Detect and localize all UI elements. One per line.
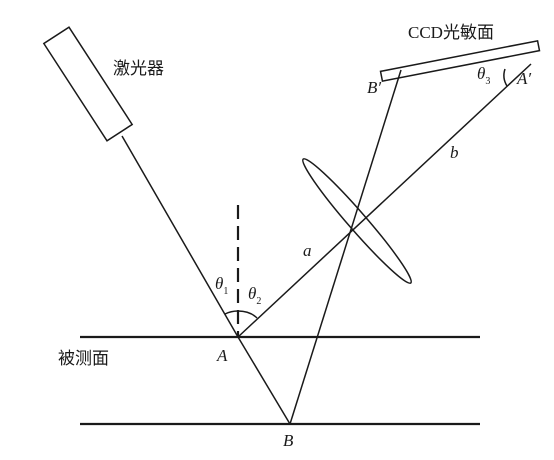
theta2-subscript: 2: [256, 296, 261, 307]
theta3-arc: [503, 68, 508, 87]
laser-label: 激光器: [113, 59, 164, 79]
point-a-label: A: [216, 346, 228, 365]
point-a-prime-label: A′: [516, 69, 531, 88]
lens: [302, 158, 412, 284]
ray-a: [237, 63, 532, 338]
ccd-label-suffix: 光敏面: [443, 23, 494, 43]
ray-b-label: b: [450, 143, 459, 162]
theta2-label: θ2: [248, 284, 261, 307]
ccd-label: CCD光敏面: [408, 23, 494, 43]
ccd-label-prefix: CCD: [408, 23, 443, 42]
ccd-plate: [379, 39, 541, 83]
theta2-symbol: θ: [248, 284, 256, 303]
theta1-symbol: θ: [215, 274, 223, 293]
theta1-label: θ1: [215, 274, 228, 297]
theta1-arc: [224, 310, 239, 315]
theta2-arc: [237, 310, 258, 319]
surface-label: 被测面: [58, 349, 109, 369]
theta3-symbol: θ: [477, 64, 485, 83]
point-b-label: B: [283, 431, 294, 450]
laser-housing: [42, 26, 134, 142]
incident-beam: [121, 135, 239, 338]
theta3-subscript: 3: [485, 76, 490, 87]
incident-beam-extension: [237, 336, 291, 425]
theta1-subscript: 1: [223, 286, 228, 297]
ray-a-label: a: [303, 241, 312, 260]
point-b-prime-label: B′: [367, 78, 381, 97]
theta3-label: θ3: [477, 64, 490, 87]
ray-b-prime: [289, 69, 402, 425]
